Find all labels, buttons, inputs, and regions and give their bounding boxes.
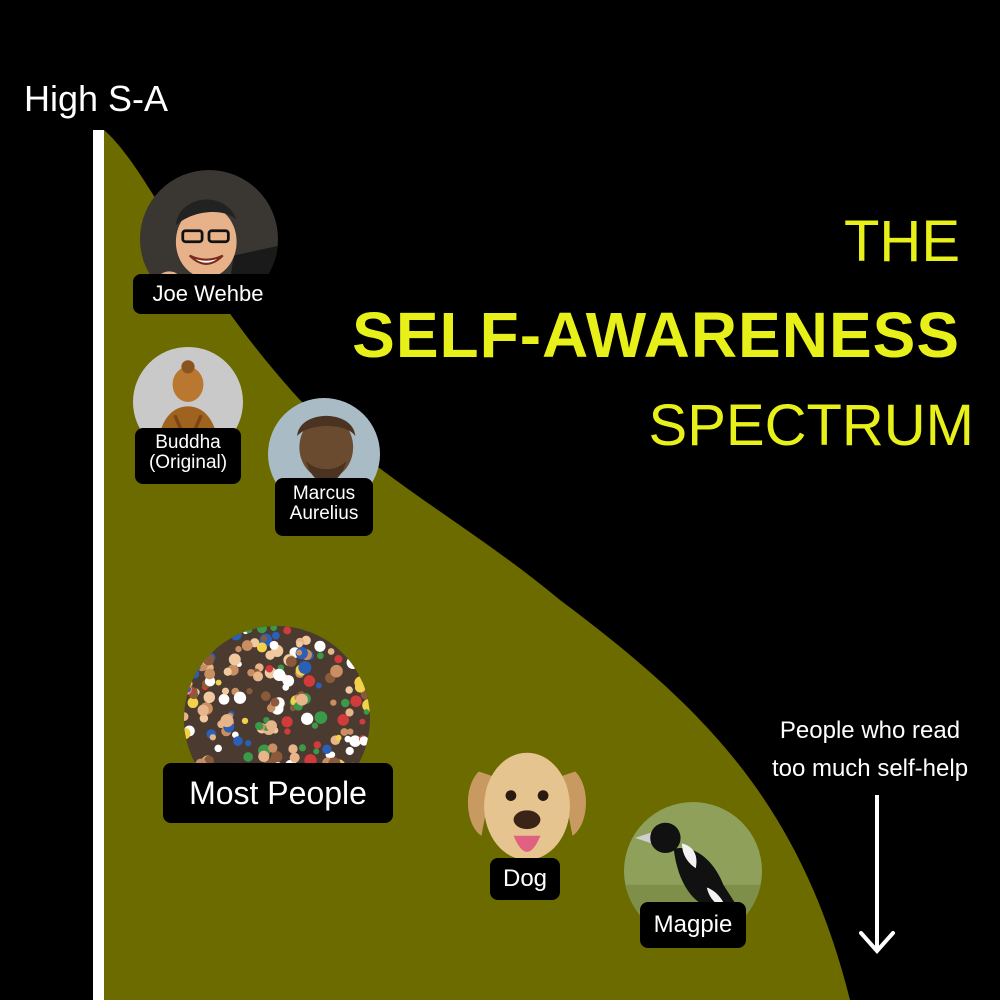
- marcus-aurelius-label-line1: Marcus: [292, 483, 356, 504]
- self-help-note: People who read too much self-help: [752, 712, 988, 788]
- vertical-axis-line: [93, 130, 104, 1000]
- marcus-aurelius-label-line2: Aurelius: [289, 502, 359, 524]
- title-line-3: SPECTRUM: [648, 393, 974, 458]
- buddha-label: Buddha (Original): [135, 428, 241, 484]
- title-line-2: SELF-AWARENESS: [352, 299, 960, 371]
- marcus-aurelius-label: Marcus Aurelius: [275, 478, 373, 536]
- joe-wehbe-label: Joe Wehbe: [133, 274, 283, 314]
- buddha-label-line2: (Original): [148, 451, 228, 473]
- axis-top-label: High S-A: [24, 78, 169, 119]
- self-help-note-line2: too much self-help: [771, 755, 969, 782]
- down-arrow-icon: [859, 795, 895, 955]
- dog-avatar: [460, 742, 594, 876]
- most-people-label: Most People: [163, 763, 393, 823]
- title-line-1: THE: [844, 209, 960, 274]
- self-help-note-line1: People who read: [779, 717, 961, 744]
- buddha-label-line1: Buddha: [155, 432, 221, 453]
- magpie-label: Magpie: [640, 902, 746, 948]
- dog-label: Dog: [490, 858, 560, 900]
